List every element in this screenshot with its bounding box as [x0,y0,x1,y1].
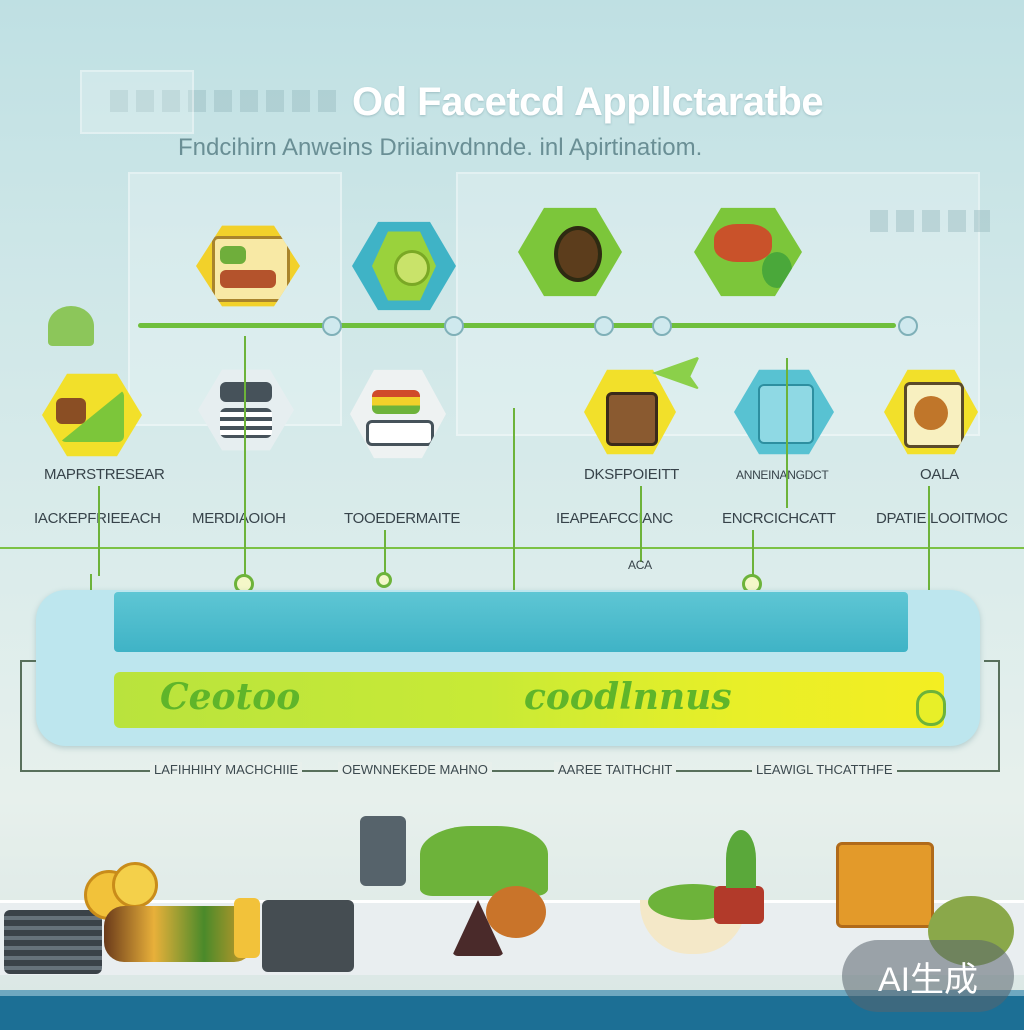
step-1-bottom-label: IACKEPFRIEEACH [34,510,161,527]
connector [513,408,515,604]
bottle-icon [234,898,260,958]
salad-plate [394,250,430,286]
ai-generated-badge: AI生成 [842,940,1014,1012]
drink-carton-body [606,392,658,446]
step-4-top-label: DKSFPOIEITT [584,466,680,483]
timeline-marker [594,316,614,336]
salad-leaf-icon [352,221,456,311]
timeline-marker [898,316,918,336]
cake-layer [372,390,420,414]
connector [640,486,642,562]
node-label: ACA [628,558,652,572]
avocado-pit [554,226,602,282]
cash-register-icon [4,910,102,974]
connector [752,530,754,576]
frame-left-line [20,660,22,772]
panel-center-word: coodlnnus [524,676,732,718]
plant-icon [726,830,756,888]
page-title: Od Facetcd Appllctaratbe [352,80,824,124]
background-windows [110,90,340,112]
connector [244,336,246,576]
timeline-marker [444,316,464,336]
oven-icon [836,842,934,928]
bento-food [220,246,246,264]
step-6-top-label: OALA [920,466,959,483]
main-connector-line [0,547,1024,549]
pastry-food [914,396,948,430]
lunch-box-body [220,408,272,438]
step-4-bottom-label: IEAPEAFCCIANC [556,510,673,527]
process-bar-green [114,672,944,728]
step-6-bottom-label: DPATIE LOOITMOC [876,510,1008,527]
top-timeline [138,323,896,328]
step-3-bottom-label: TOOEDERMAITE [344,510,461,527]
sprout-icon [48,306,94,346]
connector [98,486,100,576]
background-windows [870,210,990,232]
process-bar-blue [114,592,908,652]
step-5-top-label: ANNEINANGDCT [736,468,829,482]
roast-chicken-icon [486,886,546,938]
coin-icon [112,862,158,908]
food-pile-icon [104,906,254,962]
meat-piece [714,224,772,262]
machine-icon [262,900,354,972]
frame-left-cap [20,660,36,662]
cake-plate [366,420,434,446]
pastry-icon [884,369,978,455]
bottom-label-4: LEAWIGL THCATTHFE [752,762,897,777]
panel-end-node [916,690,946,726]
step-5-bottom-label: ENCRCICHCATT [722,510,836,527]
connector-node [376,572,392,588]
bottom-label-3: AAREE TAITHCHIT [554,762,677,777]
sandwich-icon [42,373,142,457]
step-2-bottom-label: MERDIAOIOH [192,510,286,527]
sandwich-bread [56,398,86,424]
bento-food [220,270,276,288]
background-building-top [80,70,194,134]
frame-right-cap [984,660,1000,662]
plant-pot-icon [714,886,764,924]
vegetables-icon [420,826,548,896]
bottom-label-2: OEWNNEKEDE MAHNO [338,762,492,777]
dispenser-icon [360,816,406,886]
page-subtitle: Fndcihirn Anweins Driiainvdnnde. inl Api… [178,134,703,161]
connector [384,530,386,576]
timeline-marker [322,316,342,336]
panel-left-word: Ceotoo [160,676,301,718]
connector [786,358,788,508]
lunch-box-lid [220,382,272,402]
cake-slice-icon [350,369,446,459]
frame-right-line [998,660,1000,772]
frame-bottom-line [20,770,1000,772]
timeline-marker [652,316,672,336]
step-1-top-label: MAPRSTRESEAR [44,466,165,483]
bottom-label-1: LAFIHHIHY MACHCHIIE [150,762,303,777]
